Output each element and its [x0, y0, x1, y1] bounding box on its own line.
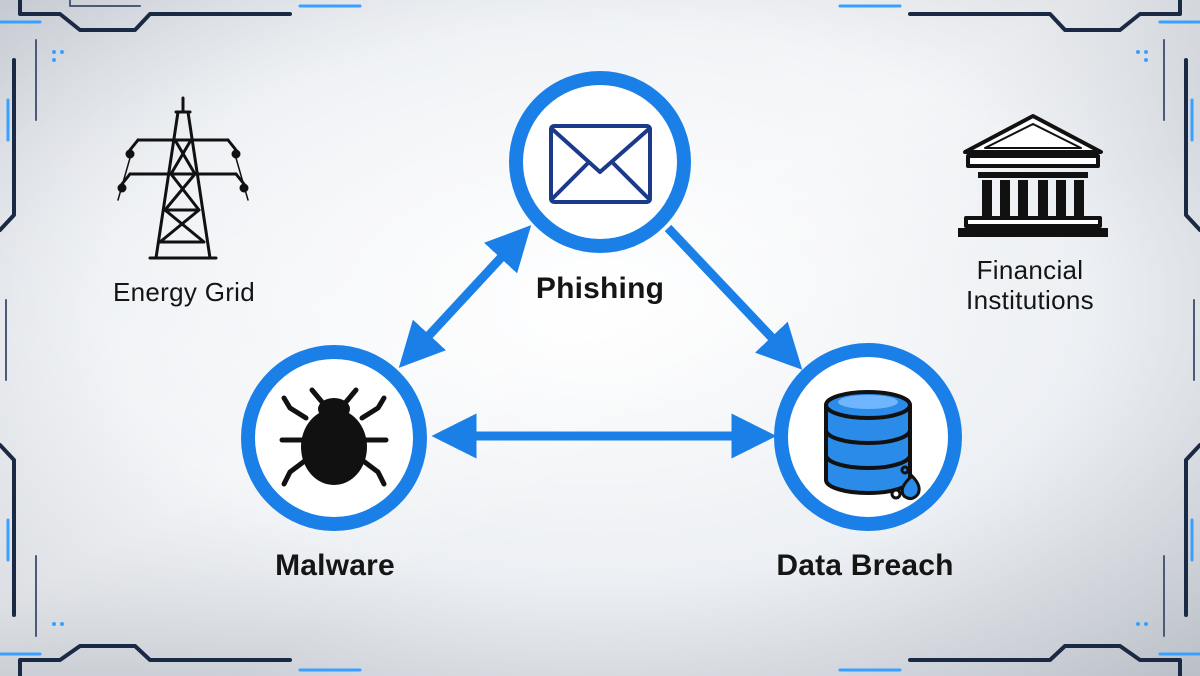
- malware-label: Malware: [275, 549, 395, 582]
- edge-phishing-malware: [398, 225, 532, 368]
- envelope-icon: [549, 124, 652, 204]
- diagram-edges: [398, 224, 803, 459]
- power-tower-icon: [117, 96, 249, 260]
- financial-institutions-label-line2: Institutions: [966, 284, 1094, 315]
- data-breach-label: Data Breach: [776, 549, 954, 582]
- node-malware: [241, 345, 427, 531]
- frame-dots: [52, 50, 1148, 626]
- database-icon: [824, 390, 912, 495]
- bug-icon: [279, 387, 389, 487]
- node-phishing: [509, 71, 691, 253]
- financial-institutions-label-line1: Financial: [976, 255, 1084, 285]
- financial-institutions-label: Financial Institutions: [940, 255, 1120, 316]
- bank-building-icon: [958, 114, 1108, 237]
- energy-grid-label: Energy Grid: [112, 277, 256, 307]
- edge-phishing-data-breach: [664, 224, 803, 370]
- tech-frame-highlights: [0, 4, 1200, 672]
- phishing-label: Phishing: [535, 272, 665, 305]
- leak-drops-icon: [890, 465, 921, 501]
- node-data-breach: [774, 343, 962, 531]
